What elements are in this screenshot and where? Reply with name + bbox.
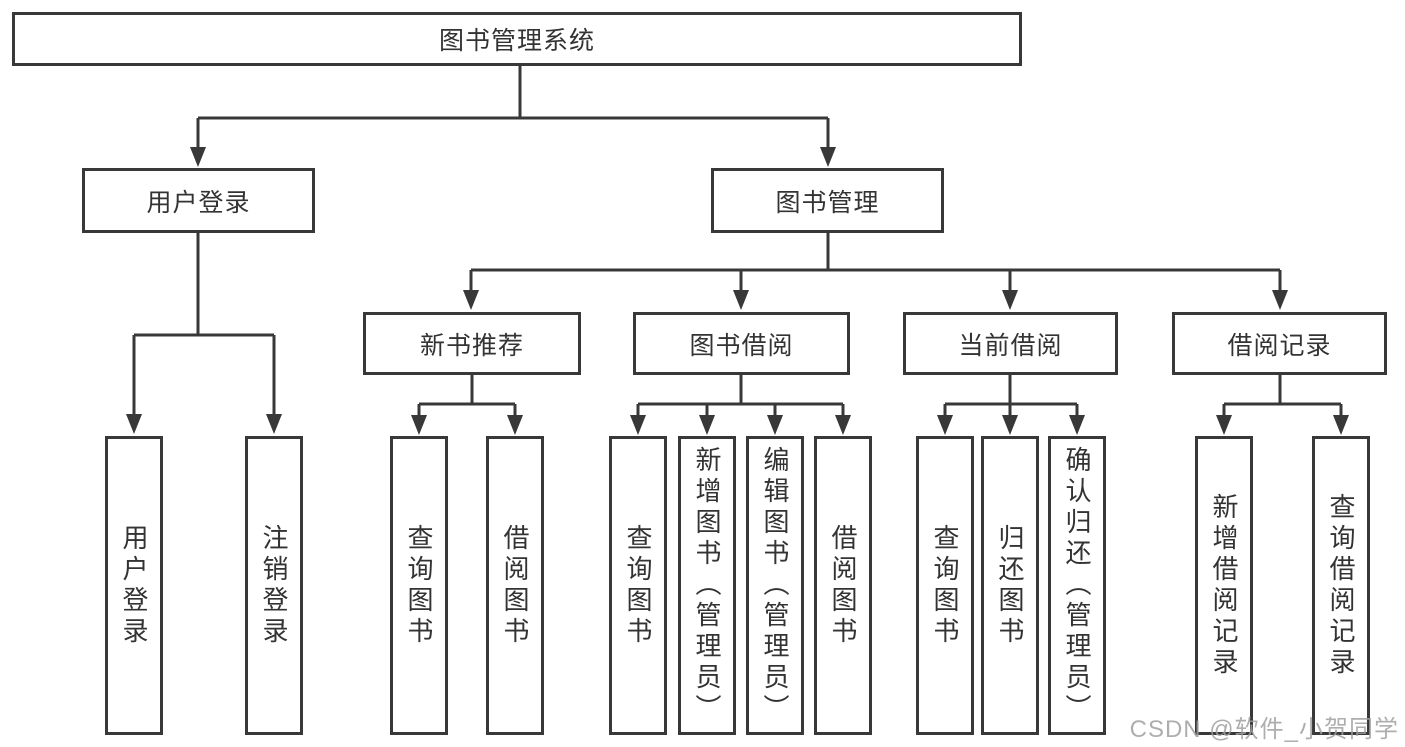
node-new-book-recommend: 新书推荐: [363, 312, 581, 375]
leaf-br-add-record: 新增借阅记录: [1195, 436, 1253, 735]
leaf-label: 查询图书: [930, 523, 960, 648]
leaf-label: 确认归还（管理员）: [1062, 446, 1092, 725]
node-label: 新书推荐: [419, 331, 524, 360]
leaf-label: 用户登录: [119, 523, 149, 648]
leaf-label: 借阅图书: [828, 523, 858, 648]
leaf-label: 借阅图书: [500, 523, 530, 648]
leaf-bb-borrow-book: 借阅图书: [814, 436, 872, 735]
leaf-label: 注销登录: [259, 523, 289, 648]
leaf-bb-edit-book-admin: 编辑图书（管理员）: [746, 436, 804, 735]
leaf-label: 归还图书: [995, 523, 1025, 648]
leaf-user-login: 用户登录: [105, 436, 163, 735]
leaf-rec-query-book: 查询图书: [390, 436, 448, 735]
leaf-label: 查询图书: [623, 523, 653, 648]
node-current-borrow: 当前借阅: [903, 312, 1118, 375]
leaf-br-query-record: 查询借阅记录: [1312, 436, 1370, 735]
node-book-borrow: 图书借阅: [633, 312, 850, 375]
node-library-management-system: 图书管理系统: [12, 12, 1022, 66]
leaf-label: 新增图书（管理员）: [692, 446, 722, 725]
node-label: 图书管理: [775, 188, 880, 217]
leaf-cb-confirm-return-admin: 确认归还（管理员）: [1048, 436, 1106, 735]
node-user-login: 用户登录: [82, 168, 315, 233]
leaf-bb-add-book-admin: 新增图书（管理员）: [678, 436, 736, 735]
leaf-cb-query-book: 查询图书: [916, 436, 974, 735]
leaf-cb-return-book: 归还图书: [981, 436, 1039, 735]
leaf-label: 新增借阅记录: [1209, 492, 1239, 679]
csdn-watermark: CSDN @软件_小贺同学: [1129, 716, 1399, 743]
leaf-label: 编辑图书（管理员）: [760, 446, 790, 725]
leaf-label: 查询借阅记录: [1326, 492, 1356, 679]
node-label: 借阅记录: [1227, 331, 1332, 360]
node-label: 图书借阅: [689, 331, 794, 360]
leaf-rec-borrow-book: 借阅图书: [486, 436, 544, 735]
leaf-bb-query-book: 查询图书: [609, 436, 667, 735]
node-label: 当前借阅: [958, 331, 1063, 360]
leaf-label: 查询图书: [404, 523, 434, 648]
node-book-management: 图书管理: [711, 168, 944, 233]
node-label: 用户登录: [146, 188, 251, 217]
leaf-logout: 注销登录: [245, 436, 303, 735]
node-borrow-records: 借阅记录: [1172, 312, 1387, 375]
node-label: 图书管理系统: [438, 27, 595, 55]
